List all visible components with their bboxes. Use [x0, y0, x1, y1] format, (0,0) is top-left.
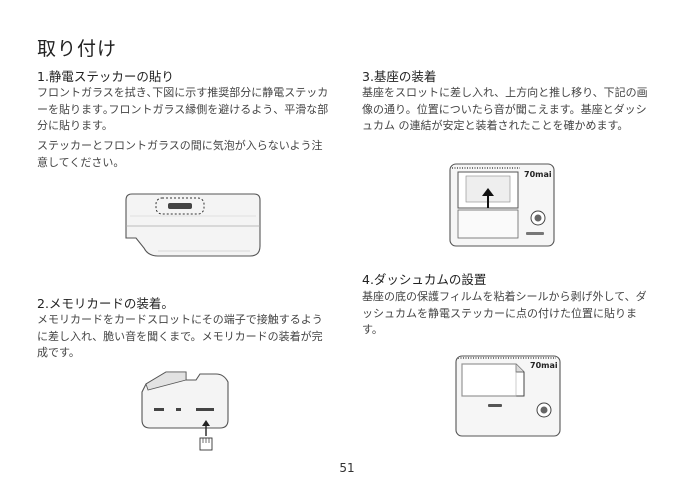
- windshield-sticker-figure: [125, 193, 261, 257]
- page-title: 取り付け: [37, 38, 118, 60]
- brand-label-top: 70mai: [524, 170, 552, 179]
- section-3-paragraph-1: 基座をスロットに差し入れ、上方向と推し移り、下記の画像の通り。位置についたら音が…: [362, 86, 648, 132]
- section-3-heading: 3.基座の装着: [362, 69, 437, 84]
- section-1-heading: 1.静電ステッカーの貼り: [37, 69, 174, 84]
- section-4-heading: 4.ダッシュカムの設置: [362, 272, 487, 287]
- brand-label-bottom: 70mai: [530, 361, 558, 370]
- mount-install-figure: 70mai: [449, 163, 555, 247]
- dashcam-mount-figure: 70mai: [455, 355, 561, 437]
- memory-card-figure: [141, 371, 229, 451]
- section-2-paragraph-1: メモリカードをカードスロットにその端子で接触するように差し入れ、脆い音を聞くまで…: [37, 313, 323, 359]
- page-number: 51: [339, 461, 355, 475]
- section-4-paragraph-1: 基座の底の保護フィルムを粘着シールから剥げ外して、ダッシュカムを静電ステッカーに…: [362, 290, 647, 336]
- section-1-paragraph-1: フロントガラスを拭き､下図に示す推奨部分に静電ステッカーを貼ります｡フロントガラ…: [37, 86, 329, 132]
- section-2-heading: 2.メモリカードの装着。: [37, 296, 174, 311]
- section-1-paragraph-2: ステッカーとフロントガラスの間に気泡が入らないよう注意してください。: [37, 139, 323, 169]
